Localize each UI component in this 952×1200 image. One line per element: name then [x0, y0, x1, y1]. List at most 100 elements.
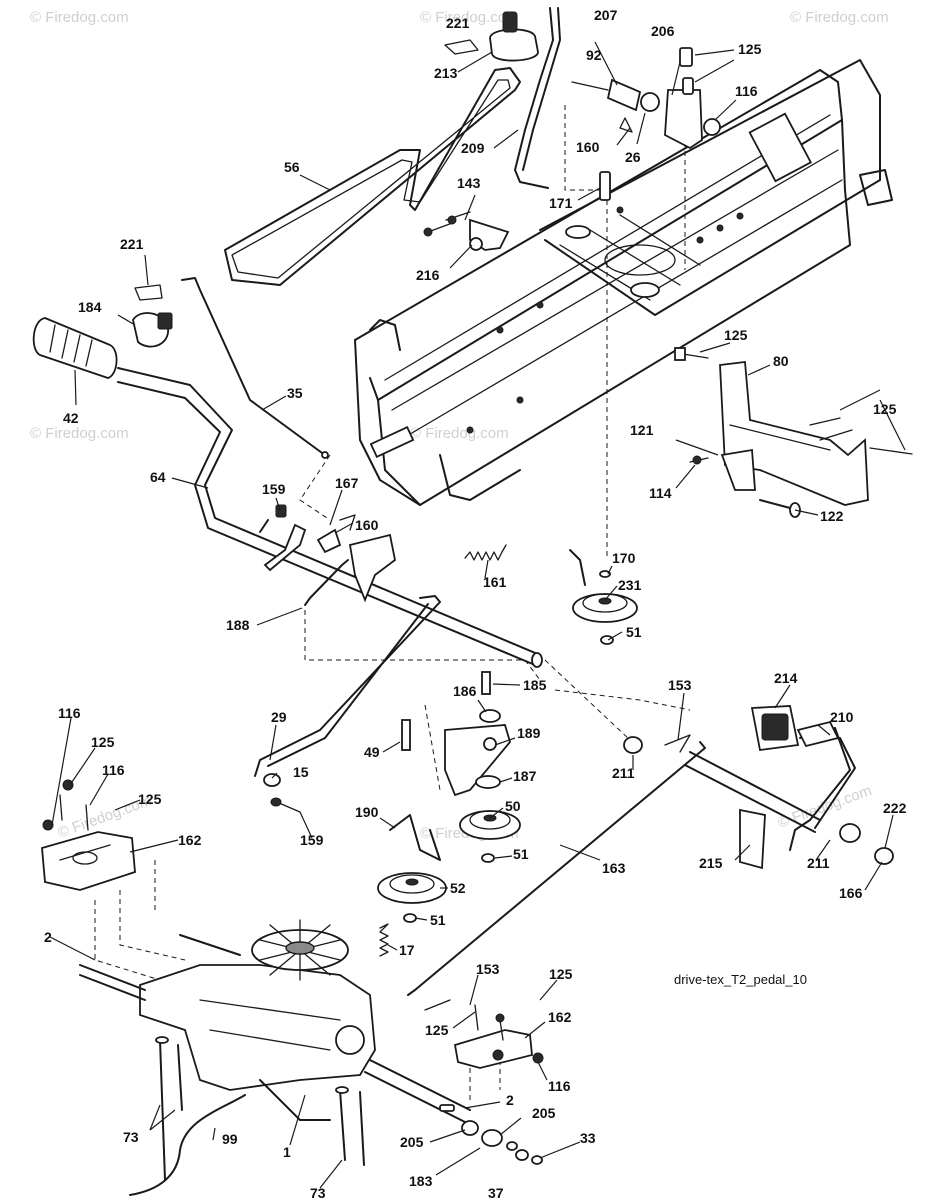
- part-label-211: 211: [612, 765, 635, 781]
- watermark-text: © Firedog.com: [776, 782, 874, 832]
- part-label-167: 167: [335, 475, 359, 491]
- part-label-29: 29: [271, 709, 287, 725]
- part-label-64: 64: [150, 469, 166, 485]
- part-label-37: 37: [488, 1185, 504, 1200]
- part-label-185: 185: [523, 677, 547, 693]
- chassis-frame: [354, 59, 893, 506]
- part-label-26: 26: [625, 149, 641, 165]
- watermark-text: © Firedog.com: [30, 425, 129, 442]
- part-label-35: 35: [287, 385, 303, 401]
- part-label-2: 2: [506, 1092, 514, 1108]
- part-label-116: 116: [102, 762, 125, 778]
- part-label-51: 51: [430, 912, 446, 928]
- drive-belt: [224, 67, 521, 286]
- part-label-125: 125: [738, 41, 762, 57]
- part-label-125: 125: [138, 791, 162, 807]
- part-label-153: 153: [476, 961, 500, 977]
- assembly-guide-lines: [94, 105, 691, 1100]
- diagram-code: drive-tex_T2_pedal_10: [674, 972, 807, 987]
- part-label-170: 170: [612, 550, 636, 566]
- part-label-163: 163: [602, 860, 626, 876]
- part-label-56: 56: [284, 159, 300, 175]
- part-label-171: 171: [549, 195, 573, 211]
- transaxle: [79, 919, 471, 1181]
- part-label-159: 159: [262, 481, 286, 497]
- part-label-125: 125: [724, 327, 748, 343]
- part-label-143: 143: [457, 175, 481, 191]
- cable-99: [129, 1094, 246, 1196]
- part-label-215: 215: [699, 855, 723, 871]
- part-label-73: 73: [310, 1185, 326, 1200]
- part-label-125: 125: [873, 401, 897, 417]
- part-label-1: 1: [283, 1144, 291, 1160]
- part-label-99: 99: [222, 1131, 238, 1147]
- part-label-51: 51: [513, 846, 529, 862]
- part-label-222: 222: [883, 800, 907, 816]
- pulley-231: [569, 549, 638, 645]
- brake-pedal: [623, 705, 894, 870]
- part-label-122: 122: [820, 508, 844, 524]
- part-label-187: 187: [513, 768, 537, 784]
- shift-lever: [117, 367, 543, 668]
- part-label-114: 114: [649, 485, 672, 501]
- part-label-221: 221: [120, 236, 144, 252]
- washer-clip-left: [263, 773, 301, 813]
- watermark-text: © Firedog.com: [410, 425, 509, 442]
- part-label-49: 49: [364, 744, 380, 760]
- part-label-116: 116: [735, 83, 758, 99]
- part-label-33: 33: [580, 1130, 596, 1146]
- part-label-92: 92: [586, 47, 602, 63]
- handle-grip: [32, 284, 173, 379]
- bracket-216: [423, 211, 510, 251]
- part-label-183: 183: [409, 1173, 433, 1189]
- axle-hardware: [439, 1104, 543, 1165]
- watermark-text: © Firedog.com: [420, 9, 519, 26]
- part-label-73: 73: [123, 1129, 139, 1145]
- part-label-216: 216: [416, 267, 440, 283]
- part-label-153: 153: [668, 677, 692, 693]
- bracket-162-left: [41, 779, 136, 891]
- part-label-160: 160: [576, 139, 600, 155]
- part-label-209: 209: [461, 140, 485, 156]
- part-label-214: 214: [774, 670, 798, 686]
- watermark-text: © Firedog.com: [30, 9, 129, 26]
- part-label-125: 125: [91, 734, 115, 750]
- part-label-125: 125: [549, 966, 573, 982]
- part-label-52: 52: [450, 880, 466, 896]
- part-label-189: 189: [517, 725, 541, 741]
- part-label-51: 51: [626, 624, 642, 640]
- part-label-17: 17: [399, 942, 415, 958]
- part-label-116: 116: [58, 705, 81, 721]
- part-label-211: 211: [807, 855, 830, 871]
- part-label-160: 160: [355, 517, 379, 533]
- part-label-184: 184: [78, 299, 102, 315]
- lift-linkage: [514, 7, 721, 201]
- part-label-50: 50: [505, 798, 521, 814]
- rod-188-29: [254, 559, 441, 777]
- brake-rod-163: [407, 741, 706, 996]
- part-label-121: 121: [630, 422, 654, 438]
- part-label-205: 205: [400, 1134, 424, 1150]
- bracket-80: [674, 347, 913, 518]
- part-label-162: 162: [548, 1009, 572, 1025]
- watermark-text: © Firedog.com: [790, 9, 889, 26]
- idler-assembly: [377, 671, 521, 957]
- part-label-231: 231: [618, 577, 642, 593]
- part-label-210: 210: [830, 709, 854, 725]
- part-label-116: 116: [548, 1078, 571, 1094]
- part-label-80: 80: [773, 353, 789, 369]
- knob-assembly: [444, 11, 539, 62]
- part-label-213: 213: [434, 65, 458, 81]
- part-label-166: 166: [839, 885, 863, 901]
- part-label-207: 207: [594, 7, 618, 23]
- part-label-186: 186: [453, 683, 477, 699]
- part-label-162: 162: [178, 832, 202, 848]
- part-label-2: 2: [44, 929, 52, 945]
- spring-161: [464, 544, 507, 561]
- part-label-188: 188: [226, 617, 250, 633]
- part-label-206: 206: [651, 23, 675, 39]
- part-label-159: 159: [300, 832, 324, 848]
- part-labels: 221 213 207 206 125 92 116 56 209 160 26…: [44, 7, 907, 1200]
- part-label-190: 190: [355, 804, 379, 820]
